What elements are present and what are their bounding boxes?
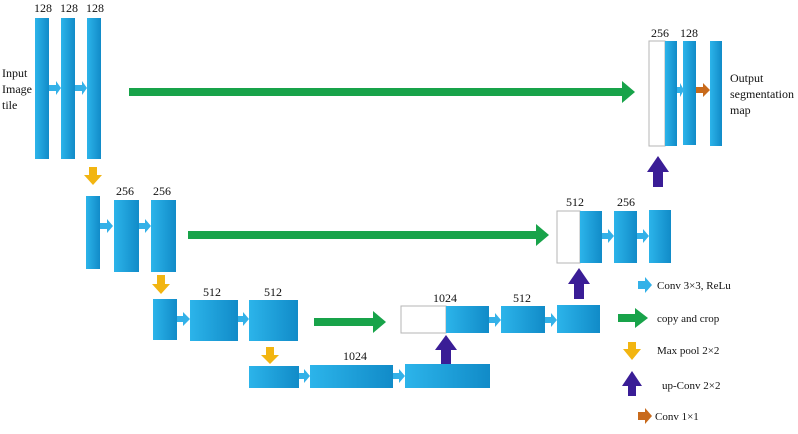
conv1x1-arrow-icon bbox=[696, 83, 710, 97]
feature-map-block bbox=[501, 306, 545, 333]
output-map-block bbox=[710, 41, 722, 146]
copy-crop-arrow-icon bbox=[188, 224, 549, 246]
feature-map-block bbox=[249, 366, 299, 388]
feature-map-block bbox=[683, 41, 696, 145]
max-pool-arrow-icon bbox=[84, 167, 102, 185]
conv-arrow-icon bbox=[139, 219, 151, 233]
channel-count-label: 512 bbox=[566, 195, 584, 209]
output-label: segmentation bbox=[730, 87, 794, 101]
up-conv-arrow-icon bbox=[568, 268, 590, 299]
conv-arrow-icon bbox=[677, 83, 684, 97]
feature-map-block bbox=[580, 211, 602, 263]
copy-crop-arrow-icon bbox=[618, 308, 648, 328]
feature-map-block bbox=[614, 211, 637, 263]
feature-map-block bbox=[310, 365, 393, 388]
copy-crop-arrow-icon bbox=[314, 311, 386, 333]
copy-crop-arrow-icon bbox=[129, 81, 635, 103]
feature-map-block bbox=[649, 210, 671, 263]
conv-arrow-icon bbox=[299, 369, 310, 383]
channel-count-label: 128 bbox=[60, 1, 78, 15]
channel-count-label: 256 bbox=[153, 184, 171, 198]
conv-arrow-icon bbox=[49, 81, 61, 95]
legend-pool-label: Max pool 2×2 bbox=[657, 345, 719, 357]
conv-arrow-icon bbox=[638, 277, 652, 293]
level2-encoder: 256 256 bbox=[86, 184, 176, 272]
level1-decoder: 256 128 bbox=[648, 26, 722, 147]
feature-map-block bbox=[665, 41, 677, 146]
feature-map-block bbox=[151, 200, 176, 272]
channel-count-label: 128 bbox=[86, 1, 104, 15]
feature-map-block bbox=[557, 305, 600, 333]
channel-count-label: 512 bbox=[264, 285, 282, 299]
level1-encoder: 128 128 128 bbox=[34, 1, 104, 159]
max-pool-arrow-icon bbox=[152, 275, 170, 294]
input-label: Image bbox=[2, 82, 32, 96]
conv-arrow-icon bbox=[393, 369, 405, 383]
feature-map-block bbox=[61, 18, 75, 159]
feature-map-block bbox=[114, 200, 139, 272]
conv-arrow-icon bbox=[100, 219, 113, 233]
feature-map-block bbox=[87, 18, 101, 159]
feature-map-block bbox=[86, 196, 100, 269]
level2-decoder: 512 256 bbox=[556, 195, 671, 264]
feature-map-block bbox=[446, 306, 489, 333]
feature-map-block bbox=[405, 364, 490, 388]
cropped-copy-block bbox=[648, 40, 666, 147]
conv-arrow-icon bbox=[75, 81, 87, 95]
cropped-copy-block bbox=[400, 305, 447, 334]
legend-conv1x1-label: Conv 1×1 bbox=[655, 411, 699, 423]
channel-count-label: 256 bbox=[617, 195, 635, 209]
input-label: tile bbox=[2, 98, 17, 112]
channel-count-label: 1024 bbox=[433, 291, 457, 305]
channel-count-label: 1024 bbox=[343, 349, 367, 363]
output-label: map bbox=[730, 103, 751, 117]
channel-count-label: 128 bbox=[34, 1, 52, 15]
max-pool-arrow-icon bbox=[623, 342, 641, 360]
channel-count-label: 256 bbox=[116, 184, 134, 198]
legend-upconv-label: up-Conv 2×2 bbox=[662, 380, 720, 392]
up-conv-arrow-icon bbox=[647, 156, 669, 187]
feature-map-block bbox=[35, 18, 49, 159]
conv-arrow-icon bbox=[602, 229, 614, 243]
feature-map-block bbox=[190, 300, 238, 341]
channel-count-label: 256 bbox=[651, 26, 669, 40]
channel-count-label: 512 bbox=[513, 291, 531, 305]
conv-arrow-icon bbox=[177, 312, 190, 326]
channel-count-label: 512 bbox=[203, 285, 221, 299]
feature-map-block bbox=[153, 299, 177, 340]
conv-arrow-icon bbox=[489, 313, 501, 327]
output-label: Output bbox=[730, 71, 764, 85]
legend: Conv 3×3, ReLu copy and crop Max pool 2×… bbox=[618, 277, 731, 424]
legend-conv-label: Conv 3×3, ReLu bbox=[657, 280, 731, 292]
cropped-copy-block bbox=[556, 210, 581, 264]
up-conv-arrow-icon bbox=[435, 335, 457, 364]
feature-map-block bbox=[249, 300, 298, 341]
conv-arrow-icon bbox=[637, 229, 649, 243]
max-pool-arrow-icon bbox=[261, 347, 279, 364]
conv-arrow-icon bbox=[238, 312, 249, 326]
legend-copy-label: copy and crop bbox=[657, 313, 720, 325]
conv-arrow-icon bbox=[545, 313, 557, 327]
level3-decoder: 1024 512 bbox=[400, 291, 600, 334]
input-label: Input bbox=[2, 66, 28, 80]
up-conv-arrow-icon bbox=[622, 371, 642, 396]
channel-count-label: 128 bbox=[680, 26, 698, 40]
level3-encoder: 512 512 bbox=[153, 285, 298, 341]
conv1x1-arrow-icon bbox=[638, 408, 652, 424]
bottleneck: 1024 bbox=[249, 349, 490, 388]
